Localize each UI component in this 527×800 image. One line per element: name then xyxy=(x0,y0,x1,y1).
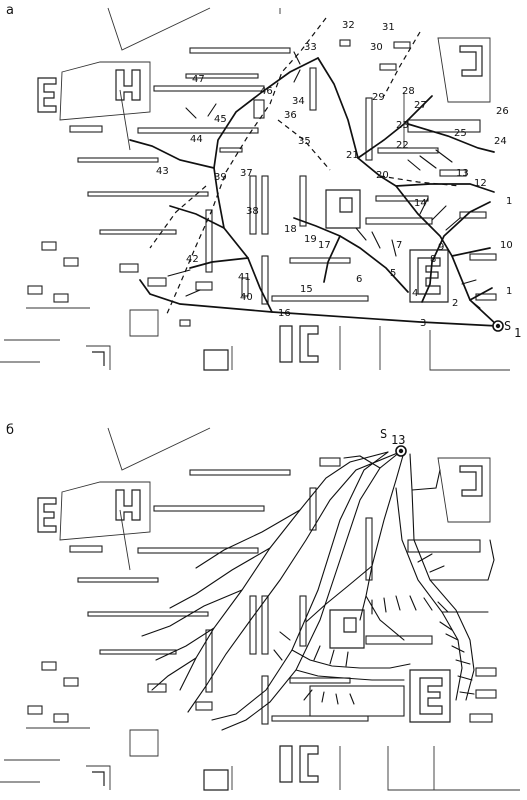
node-label: 1 xyxy=(506,196,512,207)
node-label: 31 xyxy=(382,22,395,33)
source-s13: S 13 xyxy=(380,427,407,457)
node-label: 7 xyxy=(396,240,402,251)
node-label: 30 xyxy=(370,42,383,53)
node-label: 43 xyxy=(156,166,169,177)
bars-b xyxy=(27,457,497,725)
node-label: 45 xyxy=(214,114,227,125)
node-label: 37 xyxy=(240,168,253,179)
pipe-network-a xyxy=(129,57,499,327)
branches-a xyxy=(167,51,481,309)
node-label: 14 xyxy=(414,198,427,209)
source-s13-sub: 13 xyxy=(391,433,405,447)
node-label: 34 xyxy=(292,96,305,107)
node-label: 12 xyxy=(474,178,487,189)
node-label: 44 xyxy=(190,134,203,145)
node-label: 29 xyxy=(372,92,385,103)
node-label: 22 xyxy=(396,140,409,151)
pipe-corridors-b xyxy=(141,451,495,731)
node-label: 8 xyxy=(430,254,436,265)
node-label: 32 xyxy=(342,20,355,31)
node-label: 15 xyxy=(300,284,313,295)
source-s1-label: S xyxy=(504,319,511,333)
dashed-network-a xyxy=(149,17,461,317)
source-s1-sub: 1 xyxy=(514,326,521,340)
node-label: 38 xyxy=(246,206,259,217)
panel-a-label: а xyxy=(6,3,14,18)
node-label: 41 xyxy=(238,272,251,283)
node-label: 5 xyxy=(390,268,396,279)
node-label: 17 xyxy=(318,240,331,251)
node-label: 1 xyxy=(506,286,512,297)
node-label: 16 xyxy=(278,308,291,319)
bars-a xyxy=(27,39,497,327)
node-label: 42 xyxy=(186,254,199,265)
node-label: 46 xyxy=(260,86,273,97)
node-label: 21 xyxy=(346,150,359,161)
roads-a xyxy=(0,7,510,371)
buildings-b xyxy=(37,465,483,791)
node-label: 10 xyxy=(500,240,513,251)
node-label: 6 xyxy=(356,274,362,285)
node-label: 24 xyxy=(494,136,507,147)
roads-b xyxy=(0,427,520,791)
node-label: 26 xyxy=(496,106,509,117)
source-s13-label: S xyxy=(380,427,387,441)
branches-b xyxy=(273,553,475,705)
node-label: 20 xyxy=(376,170,389,181)
node-label: 27 xyxy=(414,100,427,111)
panel-b-label: б xyxy=(6,423,14,438)
node-label: 33 xyxy=(304,42,317,53)
node-label: 36 xyxy=(284,110,297,121)
node-label: 19 xyxy=(304,234,317,245)
node-label: 39 xyxy=(214,172,227,183)
panel-a: а xyxy=(0,3,521,371)
node-label: 40 xyxy=(240,292,253,303)
node-label: 13 xyxy=(456,168,469,179)
node-label: 23 xyxy=(396,120,409,131)
buildings-a xyxy=(37,45,483,371)
node-label: 47 xyxy=(192,74,205,85)
node-label: 9 xyxy=(438,242,444,253)
source-s1: S 1 xyxy=(492,319,521,340)
node-label: 25 xyxy=(454,128,467,139)
node-label: 2 xyxy=(452,298,458,309)
node-label: 3 xyxy=(420,318,426,329)
node-label: 35 xyxy=(298,136,311,147)
node-label: 18 xyxy=(284,224,297,235)
node-label: 28 xyxy=(402,86,415,97)
panel-b: б xyxy=(0,423,520,791)
node-label: 4 xyxy=(412,288,418,299)
